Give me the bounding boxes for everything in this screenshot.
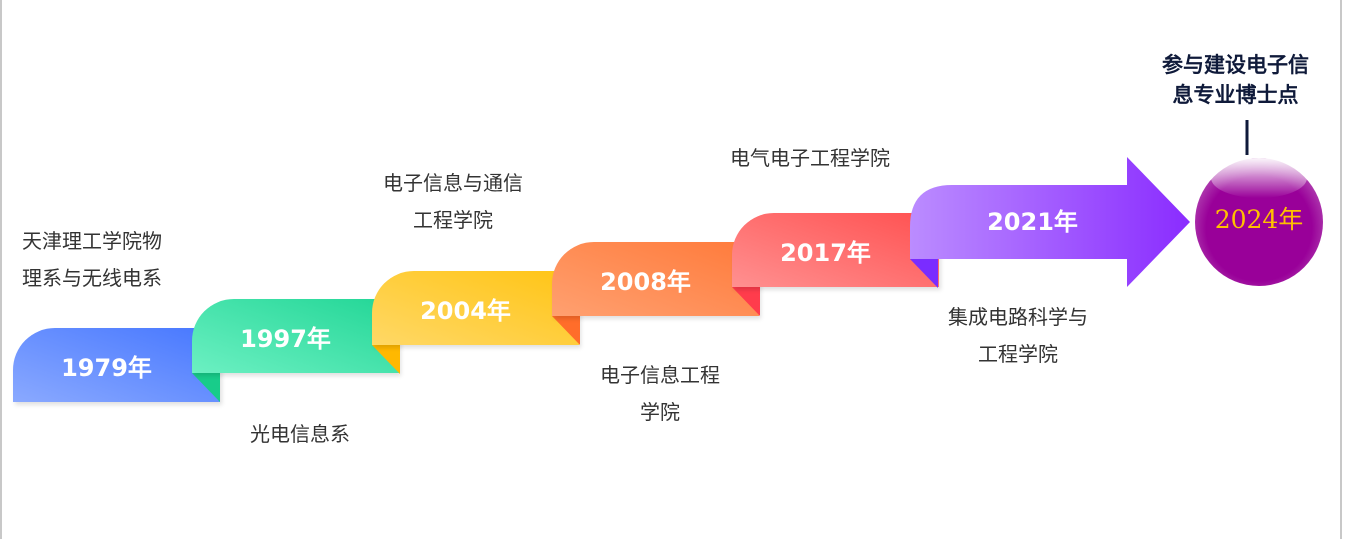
label-1997: 光电信息系 (250, 422, 350, 446)
label-1979: 天津理工学院物理系与无线电系 (22, 229, 162, 290)
label-2004: 电子信息与通信工程学院 (383, 171, 523, 232)
year-1979: 1979年 (61, 353, 152, 382)
step-1997: 1997年 (192, 299, 399, 373)
year-2004: 2004年 (420, 296, 511, 325)
step-2017: 2017年 (732, 213, 939, 287)
label-2024: 参与建设电子信息专业博士点 (1162, 52, 1309, 107)
step-1979: 1979年 (13, 328, 220, 402)
year-1997: 1997年 (240, 324, 331, 353)
arrow-2021 (910, 157, 1190, 287)
year-2024: 2024年 (1214, 205, 1304, 234)
year-2017: 2017年 (780, 238, 871, 267)
circle-highlight (1211, 158, 1307, 198)
label-2008: 电子信息工程学院 (600, 363, 720, 424)
year-2008: 2008年 (600, 267, 691, 296)
step-2004: 2004年 (372, 271, 579, 345)
year-2021: 2021年 (987, 208, 1078, 236)
label-2017: 电气电子工程学院 (730, 146, 890, 170)
label-2021: 集成电路科学与工程学院 (948, 305, 1088, 366)
step-2008: 2008年 (552, 242, 759, 316)
